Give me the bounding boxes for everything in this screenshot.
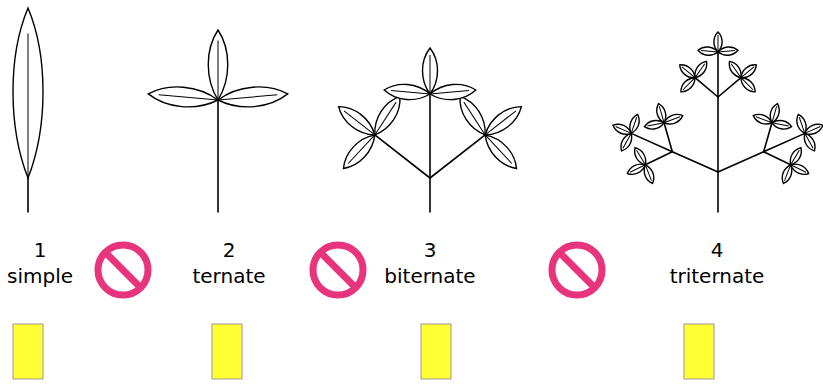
leaflet (481, 101, 526, 141)
leaflet (423, 48, 438, 94)
petiole-line (631, 133, 672, 151)
leaflet (13, 8, 43, 178)
petiole-line (645, 152, 672, 165)
petiole-line (718, 78, 741, 97)
leaf-type-name: triternate (670, 264, 765, 288)
leaflet (147, 84, 218, 110)
figure-number: 2 (223, 238, 236, 262)
leaflet (208, 30, 228, 100)
leaflet (217, 84, 288, 110)
answer-box (212, 324, 242, 379)
leaflet (338, 130, 380, 174)
prohibition-symbol (98, 245, 148, 295)
leaf-type-name: simple (7, 264, 73, 288)
figure-number: 3 (424, 238, 437, 262)
answer-box (684, 324, 714, 379)
petiole-line (664, 123, 672, 152)
petiole-line (717, 97, 719, 172)
leaflet (789, 161, 811, 177)
leaflet (429, 83, 476, 102)
leaflet (738, 62, 759, 81)
figure-number: 1 (34, 238, 47, 262)
leaf-type-name: ternate (192, 264, 265, 288)
petiole-line (375, 135, 430, 178)
leaflet (384, 83, 431, 102)
leaflet (677, 62, 698, 81)
petiole-line (764, 152, 791, 165)
leaflet (611, 121, 633, 137)
leaflet (803, 121, 823, 137)
petiole-line (429, 178, 431, 212)
answer-box (421, 324, 451, 379)
petiole-line (718, 152, 764, 172)
leaflet (714, 32, 722, 52)
leaflet (768, 102, 781, 123)
petiole-line (429, 94, 431, 178)
petiole-line (764, 123, 772, 152)
answer-box (13, 324, 43, 379)
petiole-line (717, 172, 719, 212)
petiole-line (27, 176, 29, 212)
leaflet (655, 102, 668, 123)
petiole-line (764, 133, 805, 151)
prohibition-symbol (552, 245, 602, 295)
petiole-line (672, 152, 718, 172)
leaf-type-name: biternate (384, 264, 475, 288)
petiole-line (217, 100, 219, 212)
petiole-line (717, 52, 719, 97)
leaflet (334, 101, 379, 141)
figure-number: 4 (711, 238, 724, 262)
prohibition-symbol (313, 245, 363, 295)
leaflet (480, 130, 522, 174)
petiole-line (430, 135, 485, 178)
petiole-line (695, 78, 718, 97)
leaf-drawings (13, 8, 823, 212)
leaflet (626, 161, 648, 177)
